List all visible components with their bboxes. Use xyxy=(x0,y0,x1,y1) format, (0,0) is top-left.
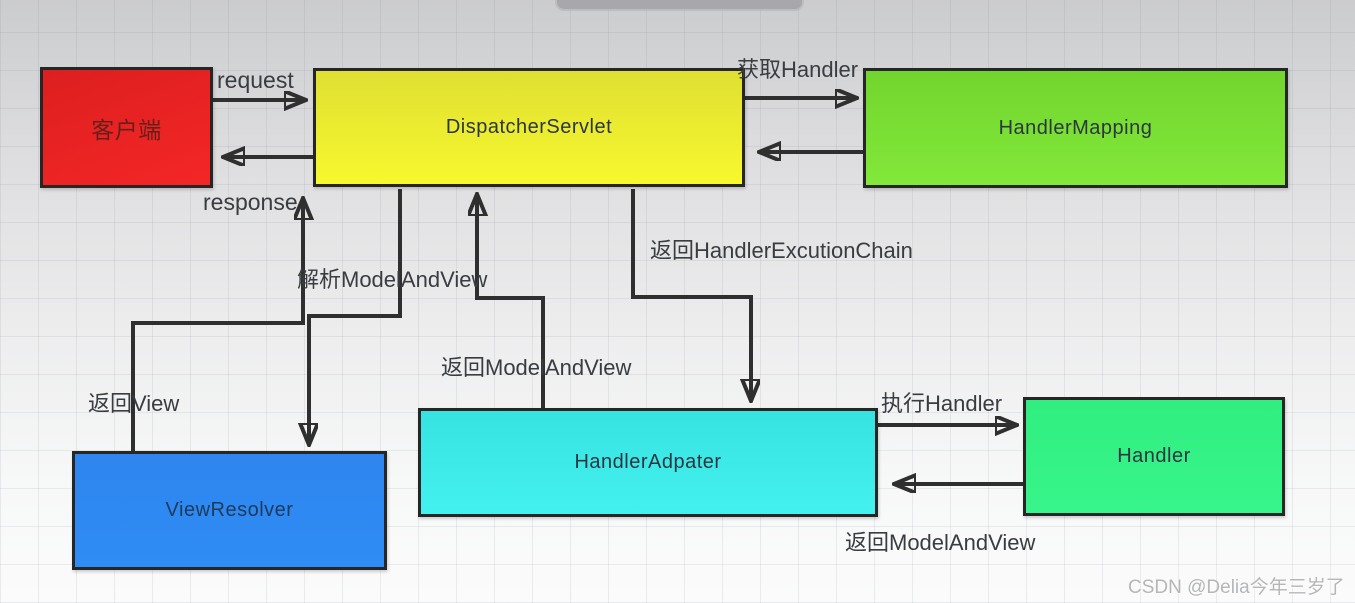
edge-label-get-handler: 获取Handler xyxy=(737,57,859,82)
node-client: 客户端 xyxy=(40,67,213,188)
watermark: CSDN @Delia今年三岁了 xyxy=(1128,577,1345,598)
node-handler-mapping: HandlerMapping xyxy=(863,68,1288,188)
node-handler-adpater-label: HandlerAdpater xyxy=(574,451,722,473)
node-handler-adpater: HandlerAdpater xyxy=(418,408,878,517)
edge-label-return-handler-excution-chain: 返回HandlerExcutionChain xyxy=(650,238,913,263)
edge-label-return-view: 返回View xyxy=(88,391,180,416)
arrow-adpater-to-dispatcher xyxy=(477,197,545,408)
arrow-dispatcher-to-adpater xyxy=(631,189,751,398)
edge-label-return-model-and-view-bottom: 返回ModelAndView xyxy=(845,530,1036,555)
node-dispatcher-servlet: DispatcherServlet xyxy=(313,68,745,187)
node-view-resolver: ViewResolver xyxy=(72,451,387,570)
edge-label-request: request xyxy=(217,67,294,93)
player-handle-bar xyxy=(557,0,802,9)
node-view-resolver-label: ViewResolver xyxy=(165,499,294,521)
edge-label-execute-handler: 执行Handler xyxy=(881,391,1003,416)
arrow-viewresolver-return xyxy=(131,201,303,451)
edge-label-return-model-and-view-mid: 返回ModelAndView xyxy=(441,355,632,380)
edge-label-response: response xyxy=(203,189,298,215)
node-client-label: 客户端 xyxy=(91,116,162,143)
node-handler: Handler xyxy=(1023,397,1285,516)
arrow-dispatcher-to-viewresolver xyxy=(309,189,402,442)
node-handler-mapping-label: HandlerMapping xyxy=(998,116,1153,139)
node-dispatcher-servlet-label: DispatcherServlet xyxy=(445,116,613,138)
edge-label-parse-model-and-view: 解析ModelAndView xyxy=(297,267,488,292)
node-handler-label: Handler xyxy=(1117,445,1191,467)
